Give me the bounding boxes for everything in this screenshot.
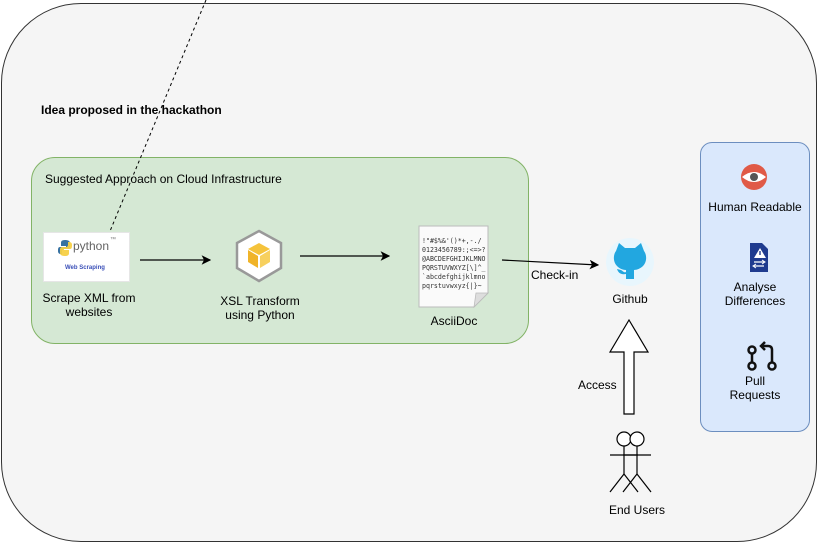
- benefits-group: [700, 142, 810, 432]
- scrape-node-label: Scrape XML from websites: [30, 291, 148, 319]
- cloud-group-label: Suggested Approach on Cloud Infrastructu…: [45, 172, 282, 186]
- eye-icon: [741, 164, 767, 190]
- glyph-line: !"#$%&'()*+,-./: [422, 237, 482, 245]
- asciidoc-label: AsciiDoc: [430, 314, 478, 328]
- pull-requests-label: Pull Requests: [693, 374, 817, 402]
- glyph-line: @ABCDEFGHIJKLMNO: [422, 255, 486, 263]
- github-label: Github: [612, 292, 648, 306]
- end-users-icon: [609, 431, 652, 493]
- checkin-edge-label: Check-in: [531, 268, 579, 282]
- glyph-line: `abcdefghijklmno: [422, 273, 486, 281]
- pull-label-line2: Requests: [729, 388, 781, 402]
- python-wordmark: python: [73, 239, 110, 253]
- asciidoc-file-icon: [418, 225, 489, 309]
- xsl-transform-icon: [235, 229, 283, 283]
- github-icon: [606, 238, 654, 286]
- analyse-label-line2: Differences: [724, 294, 786, 308]
- xsl-node-label: XSL Transform using Python: [200, 294, 320, 322]
- glyph-line: pqrstuvwxyz{|}~: [422, 282, 482, 290]
- python-trademark: ™: [110, 237, 116, 243]
- web-scraping-caption: Web Scraping: [65, 265, 105, 271]
- analyse-label-line1: Analyse: [733, 280, 777, 294]
- scrape-label-line2: websites: [65, 305, 113, 319]
- xsl-label-line1: XSL Transform: [220, 294, 300, 308]
- pull-label-line1: Pull: [744, 374, 765, 388]
- end-users-label: End Users: [608, 503, 666, 517]
- asciidoc-glyphs: !"#$%&'()*+,-./ 0123456789:;<=>? @ABCDEF…: [422, 237, 486, 291]
- document-compare-icon: [750, 243, 768, 272]
- access-arrow: [608, 318, 650, 415]
- arrow-checkin: [501, 259, 600, 270]
- dashed-connector: [107, 0, 207, 237]
- human-readable-label: Human Readable: [708, 200, 802, 214]
- access-edge-label: Access: [578, 378, 617, 392]
- diagram-heading: Idea proposed in the hackathon: [41, 103, 222, 117]
- glyph-line: 0123456789:;<=>?: [422, 246, 486, 254]
- python-snake-icon: [58, 240, 72, 256]
- glyph-line: PQRSTUVWXYZ[\]^_: [422, 264, 486, 272]
- python-logo: python ™ Web Scraping: [43, 232, 130, 282]
- scrape-label-line1: Scrape XML from: [42, 291, 136, 305]
- xsl-label-line2: using Python: [225, 308, 295, 322]
- pull-request-icon: [747, 341, 777, 371]
- analyse-differences-label: Analyse Differences: [700, 280, 810, 308]
